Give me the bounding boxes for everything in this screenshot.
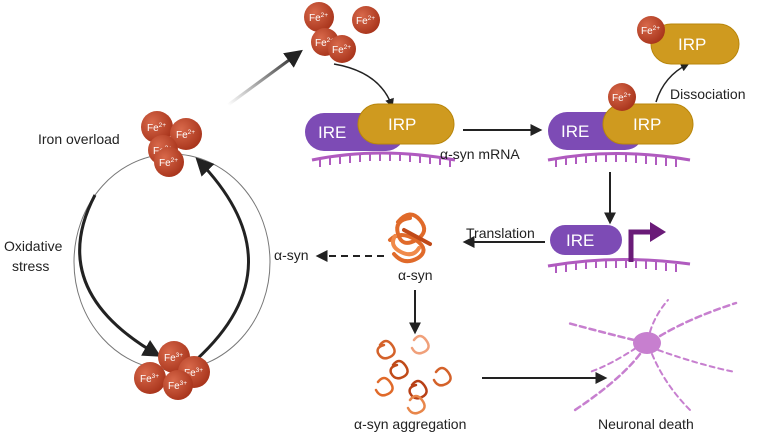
fe2-ion-icon: Fe2+ [141, 111, 173, 143]
svg-text:Fe3+: Fe3+ [164, 352, 183, 364]
asyn-center-label: α-syn [398, 267, 433, 283]
svg-text:Fe2+: Fe2+ [315, 37, 334, 49]
fe2-ion-icon: Fe2+ [637, 16, 665, 44]
svg-text:Fe2+: Fe2+ [159, 157, 178, 169]
cycle-arrow-left [78, 194, 162, 357]
irp-label: IRP [633, 115, 661, 134]
irp-label: IRP [388, 115, 416, 134]
irp-box-3: IRP [650, 23, 740, 65]
irp-box-1: IRP [357, 103, 455, 145]
svg-text:Fe3+: Fe3+ [140, 373, 159, 385]
svg-text:Fe2+: Fe2+ [641, 25, 660, 37]
svg-text:Fe2+: Fe2+ [309, 12, 328, 24]
svg-text:Fe2+: Fe2+ [356, 15, 375, 27]
asyn-left-label: α-syn [274, 247, 309, 263]
irp-box-2: IRP [602, 103, 694, 145]
svg-text:Fe2+: Fe2+ [332, 44, 351, 56]
ire-label: IRE [318, 123, 346, 142]
alpha-synuclein-protein-icon [388, 212, 432, 264]
fe2-ion-icon: Fe2+ [170, 118, 202, 150]
fe2-ion-icon: Fe2+ [154, 147, 184, 177]
cycle-arrow-right [194, 157, 250, 362]
promoter-arrow-icon [628, 222, 666, 262]
cycle-to-iron-arrow [227, 49, 303, 107]
fe3-ion-icon: Fe3+ [163, 370, 193, 400]
asyn-aggregation-label: α-syn aggregation [354, 416, 466, 432]
svg-text:Fe2+: Fe2+ [147, 122, 166, 134]
neuronal-death-label: Neuronal death [598, 416, 694, 432]
oxidative-stress-label-line1: Oxidative [4, 238, 63, 254]
dissociation-arrow [655, 63, 690, 103]
ire-label: IRE [561, 122, 589, 141]
ire-box-4: IRE [550, 225, 622, 255]
fe2-ion-icon: Fe2+ [352, 6, 380, 34]
mrna-strand-1 [311, 151, 456, 167]
ire-label: IRE [566, 231, 594, 250]
asyn-mrna-label: α-syn mRNA [440, 146, 520, 162]
fe2-ion-icon: Fe2+ [328, 35, 356, 63]
svg-text:Fe2+: Fe2+ [176, 129, 195, 141]
fe2-ion-icon: Fe2+ [608, 83, 636, 111]
neuron-icon [566, 299, 738, 412]
mrna-strand-3 [547, 257, 691, 273]
irp-label: IRP [678, 35, 706, 54]
dissociation-label: Dissociation [670, 86, 745, 102]
svg-text:Fe3+: Fe3+ [184, 367, 203, 379]
svg-text:Fe2+: Fe2+ [612, 92, 631, 104]
translation-label: Translation [466, 225, 535, 241]
svg-text:Fe3+: Fe3+ [168, 380, 187, 392]
iron-overload-label: Iron overload [38, 131, 120, 147]
fe3-cluster: Fe3+ Fe3+ Fe3+ Fe3+ [134, 341, 210, 400]
mrna-strand-2 [547, 152, 691, 167]
iron-to-irp-arrow [333, 63, 394, 108]
redox-cycle [73, 153, 271, 371]
fe2-cluster-left: Fe2+ Fe2+ Fe2+ Fe2+ [141, 111, 202, 177]
fe2-ion-icon: Fe2+ [304, 2, 334, 32]
fe2-cluster-top: Fe2+ Fe2+ Fe2+ Fe2+ [304, 2, 380, 63]
oxidative-stress-label-line2: stress [12, 258, 49, 274]
alpha-synuclein-aggregate-icon [374, 334, 452, 415]
fe3-ion-icon: Fe3+ [134, 362, 166, 394]
